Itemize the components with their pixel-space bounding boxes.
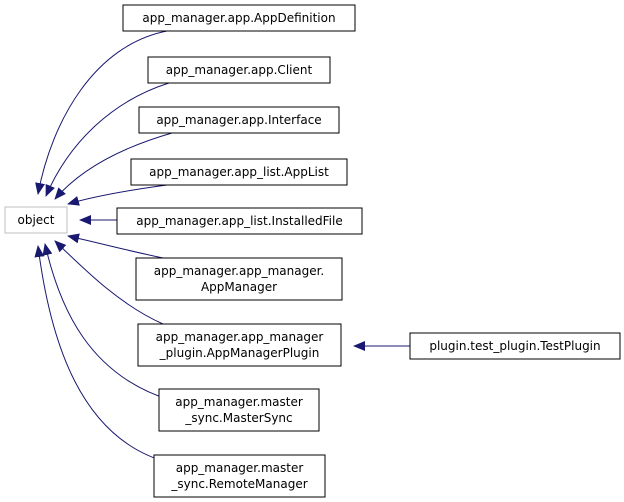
edge-Client-to-object: [45, 82, 170, 197]
class-node-label: _sync.RemoteManager: [170, 477, 307, 491]
class-node-InstalledFile[interactable]: app_manager.app_list.InstalledFile: [116, 207, 363, 235]
class-node-Interface[interactable]: app_manager.app.Interface: [138, 106, 340, 134]
edge-MasterSync-to-object: [42, 243, 171, 401]
edge-AppManager-to-object: [67, 233, 164, 259]
class-node-box: [409, 332, 621, 360]
class-node-label: app_manager.app_list.AppList: [149, 165, 329, 179]
class-node-AppManager[interactable]: app_manager.app_manager. AppManager: [135, 257, 343, 301]
class-node-box: [147, 56, 331, 84]
class-node-box: [158, 388, 320, 432]
edge-AppManagerPlugin-to-object: [54, 240, 164, 325]
class-node-label: app_manager.app_manager: [156, 330, 324, 344]
class-node-box: [138, 106, 340, 134]
class-node-label: app_manager.master: [175, 395, 303, 409]
class-node-label: app_manager.app.AppDefinition: [142, 11, 335, 25]
class-node-label: app_manager.app.Client: [166, 63, 313, 77]
class-node-label: _sync.MasterSync: [184, 411, 292, 425]
class-node-label: plugin.test_plugin.TestPlugin: [429, 339, 600, 353]
class-node-RemoteManager[interactable]: app_manager.master _sync.RemoteManager: [153, 454, 326, 498]
edge-RemoteManager-to-object: [34, 245, 171, 464]
class-node-label: object: [18, 213, 55, 227]
class-node-label: app_manager.app_manager.: [154, 264, 324, 278]
class-node-Client[interactable]: app_manager.app.Client: [147, 56, 331, 84]
class-node-label: _plugin.AppManagerPlugin: [159, 346, 320, 360]
class-node-label: app_manager.master: [176, 461, 304, 475]
class-node-TestPlugin[interactable]: plugin.test_plugin.TestPlugin: [409, 332, 621, 360]
class-node-AppManagerPlugin[interactable]: app_manager.app_manager _plugin.AppManage…: [137, 323, 342, 367]
class-node-label: AppManager: [201, 280, 277, 294]
class-node-box: [116, 207, 363, 235]
class-node-box: [4, 206, 68, 234]
class-node-AppDefinition[interactable]: app_manager.app.AppDefinition: [122, 4, 356, 32]
class-node-box: [153, 454, 326, 498]
class-node-box: [122, 4, 356, 32]
class-node-label: app_manager.app_list.InstalledFile: [136, 214, 342, 228]
edges-layer: [34, 30, 410, 464]
class-node-object[interactable]: object: [4, 206, 68, 234]
nodes-layer: object app_manager.app.AppDefinition app_m…: [4, 4, 621, 498]
edge-Interface-to-object: [54, 132, 173, 200]
class-node-label: app_manager.app.Interface: [156, 113, 321, 127]
class-node-box: [130, 158, 348, 186]
edge-AppList-to-object: [67, 184, 168, 206]
class-node-box: [137, 323, 342, 367]
class-node-AppList[interactable]: app_manager.app_list.AppList: [130, 158, 348, 186]
class-node-MasterSync[interactable]: app_manager.master _sync.MasterSync: [158, 388, 320, 432]
edge-AppDefinition-to-object: [35, 30, 168, 195]
class-node-box: [135, 257, 343, 301]
